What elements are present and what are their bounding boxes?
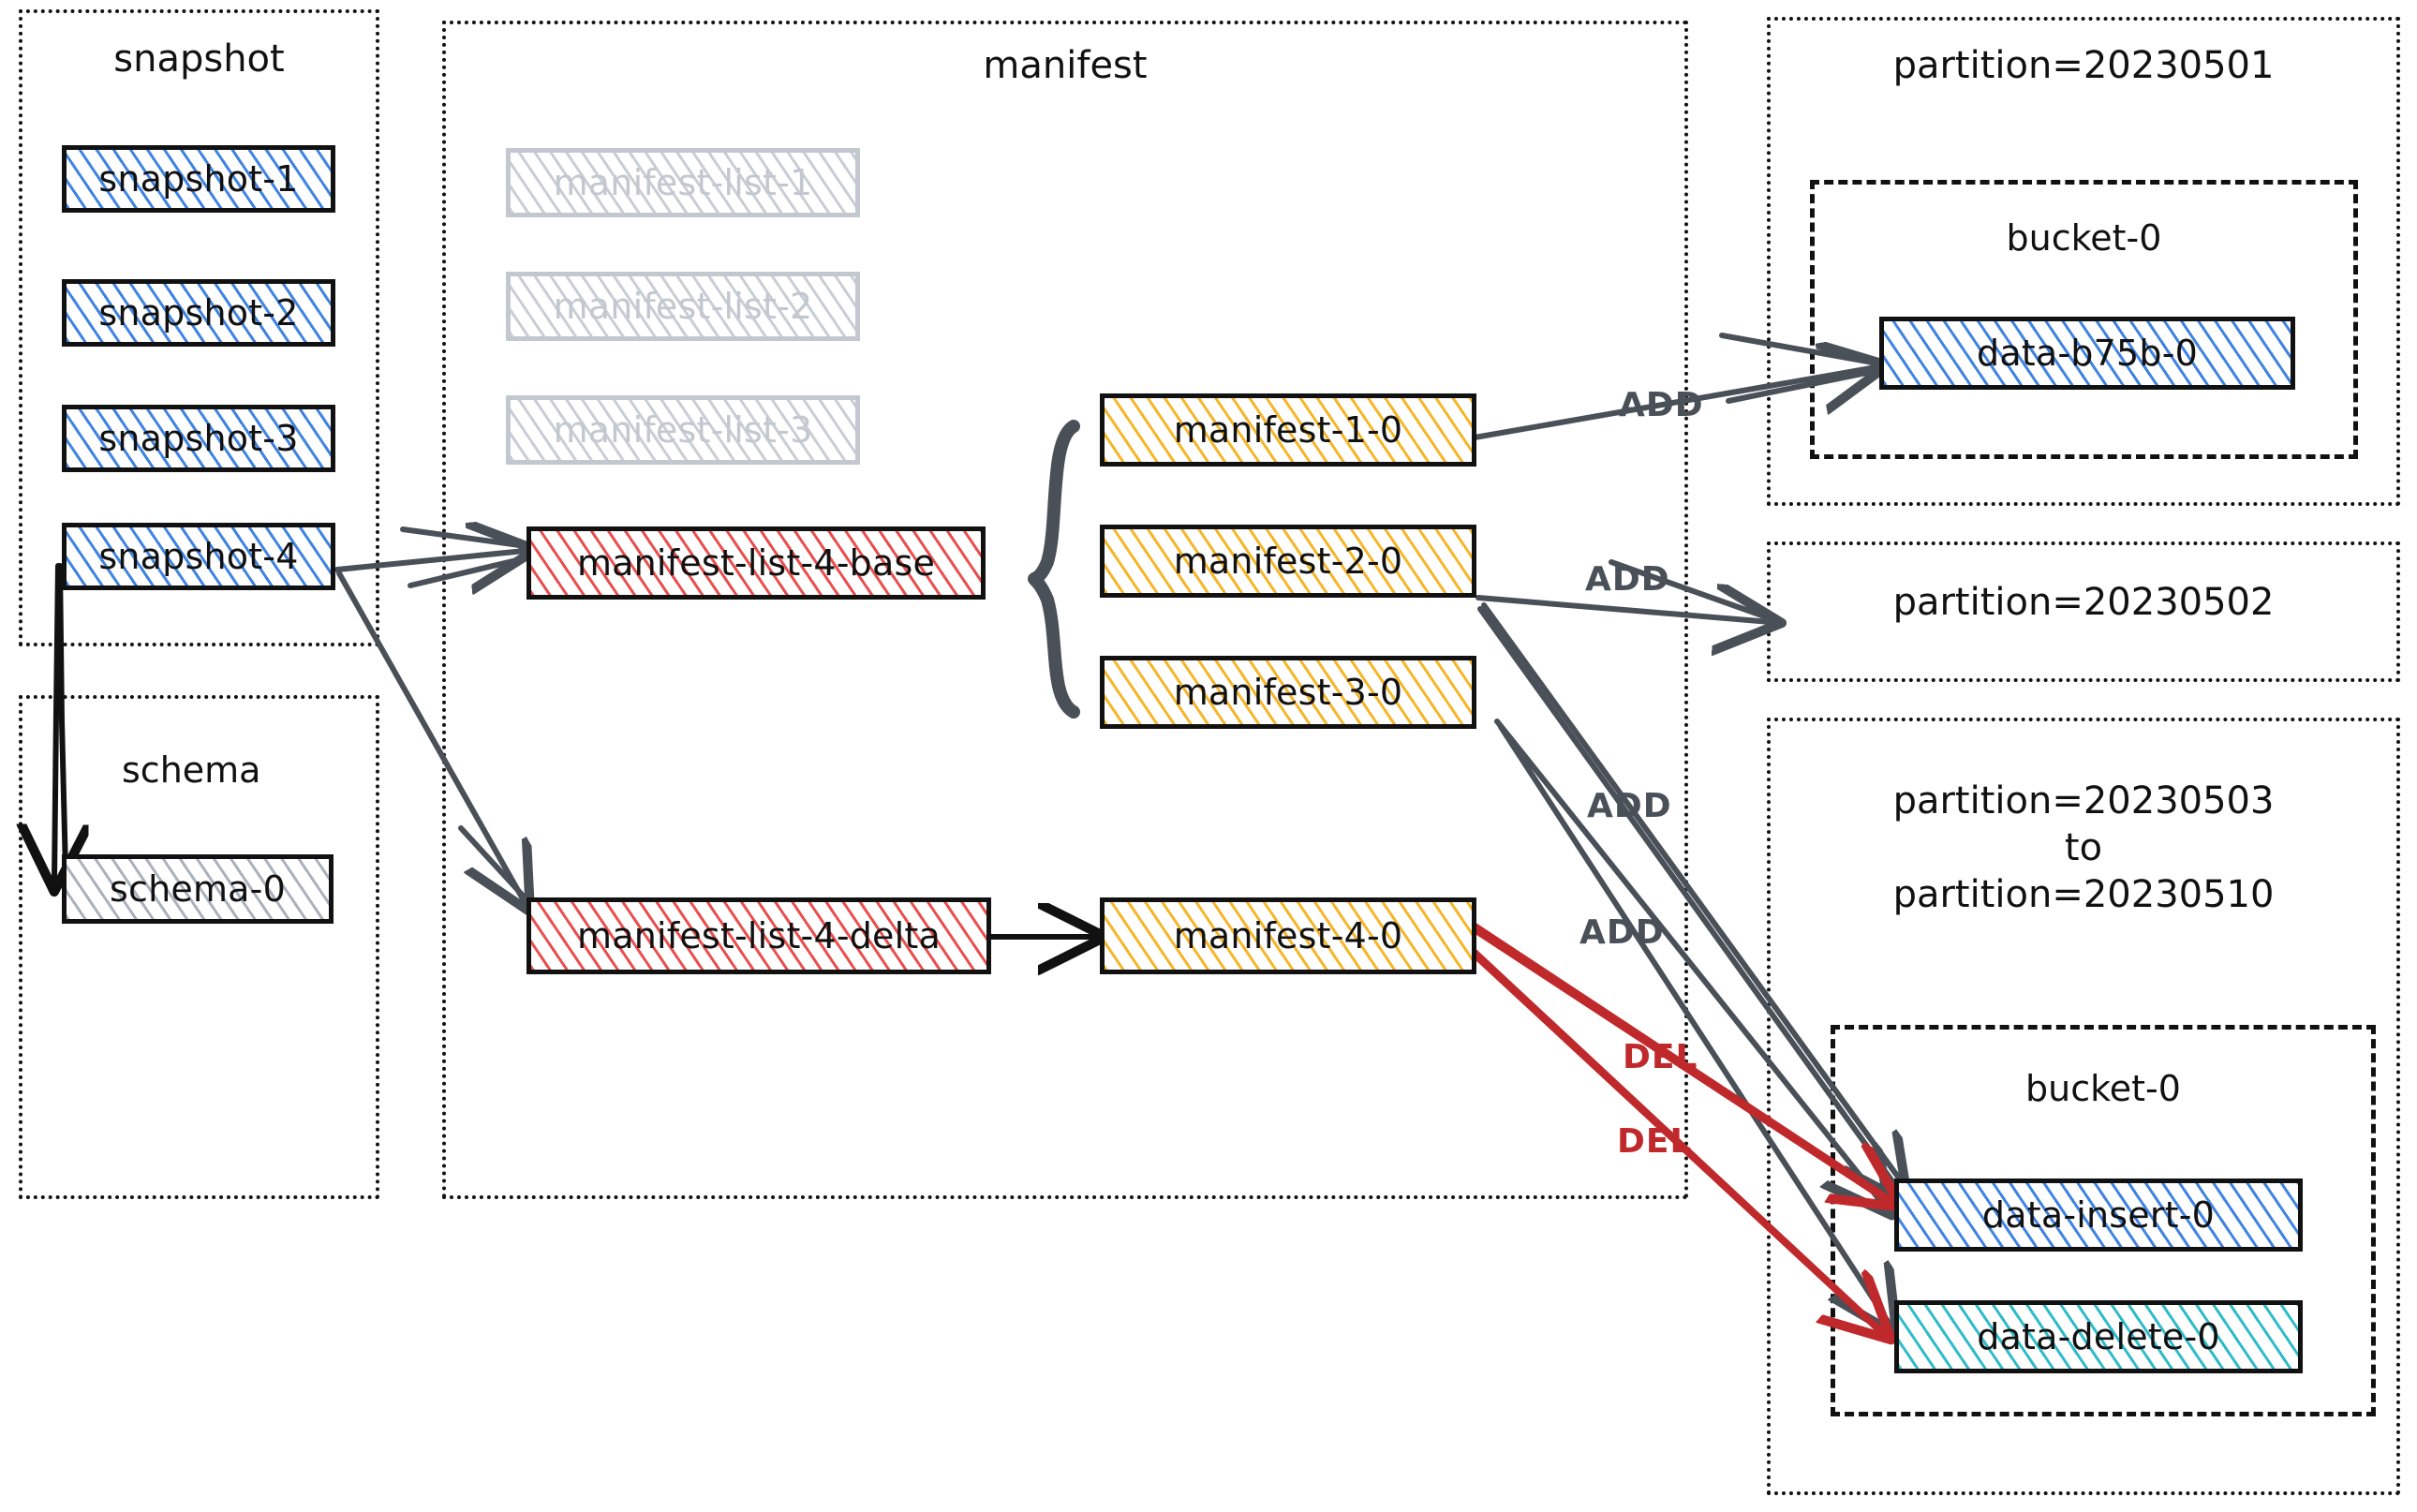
node-snapshot-1-label: snapshot-1 bbox=[98, 158, 299, 200]
node-snapshot-3[interactable]: snapshot-3 bbox=[62, 405, 335, 472]
group-partition-20230501-title: partition=20230501 bbox=[1892, 44, 2275, 87]
edge-label-add-4: ADD bbox=[1579, 913, 1665, 952]
node-manifest-1-0-label: manifest-1-0 bbox=[1173, 409, 1403, 451]
schema-label: schema bbox=[122, 749, 261, 791]
node-snapshot-4[interactable]: snapshot-4 bbox=[62, 523, 335, 590]
edge-label-del-1: DEL bbox=[1623, 1038, 1698, 1076]
node-manifest-2-0-label: manifest-2-0 bbox=[1173, 541, 1403, 582]
group-manifest-title: manifest bbox=[983, 44, 1148, 87]
node-manifest-1-0[interactable]: manifest-1-0 bbox=[1100, 393, 1476, 467]
edge-label-add-2: ADD bbox=[1585, 560, 1670, 599]
node-snapshot-2[interactable]: snapshot-2 bbox=[62, 279, 335, 347]
node-data-b75b-0-label: data-b75b-0 bbox=[1977, 333, 2198, 374]
node-manifest-4-0-label: manifest-4-0 bbox=[1173, 915, 1403, 956]
node-manifest-list-4-base-label: manifest-list-4-base bbox=[576, 542, 936, 584]
group-snapshot-title: snapshot bbox=[113, 37, 285, 81]
group-partition-20230503-to-20230510-title: partition=20230503 to partition=20230510 bbox=[1892, 779, 2275, 916]
node-manifest-list-1-label: manifest-list-1 bbox=[553, 162, 813, 203]
node-snapshot-4-label: snapshot-4 bbox=[98, 536, 299, 577]
node-manifest-3-0-label: manifest-3-0 bbox=[1173, 672, 1403, 713]
node-manifest-list-3-label: manifest-list-3 bbox=[553, 409, 813, 451]
bucket-bottom-title: bucket-0 bbox=[2025, 1068, 2181, 1109]
node-manifest-list-2-label: manifest-list-2 bbox=[553, 286, 813, 327]
node-schema-0-label: schema-0 bbox=[110, 868, 286, 910]
node-snapshot-2-label: snapshot-2 bbox=[98, 292, 299, 334]
node-manifest-list-4-base[interactable]: manifest-list-4-base bbox=[526, 526, 986, 600]
node-schema-0[interactable]: schema-0 bbox=[62, 854, 334, 924]
group-partition-20230502-title: partition=20230502 bbox=[1892, 581, 2275, 624]
node-manifest-3-0[interactable]: manifest-3-0 bbox=[1100, 656, 1476, 729]
node-manifest-list-4-delta-label: manifest-list-4-delta bbox=[577, 915, 941, 956]
node-manifest-2-0[interactable]: manifest-2-0 bbox=[1100, 525, 1476, 598]
edge-label-del-2: DEL bbox=[1617, 1122, 1693, 1161]
node-manifest-list-4-delta[interactable]: manifest-list-4-delta bbox=[526, 897, 991, 974]
bucket-top-title: bucket-0 bbox=[2006, 217, 2162, 259]
node-manifest-list-2[interactable]: manifest-list-2 bbox=[506, 272, 860, 341]
node-manifest-4-0[interactable]: manifest-4-0 bbox=[1100, 897, 1476, 974]
node-data-insert-0[interactable]: data-insert-0 bbox=[1894, 1178, 2303, 1252]
node-snapshot-1[interactable]: snapshot-1 bbox=[62, 145, 335, 213]
group-partition-20230501 bbox=[1767, 17, 2400, 506]
edge-label-add-3: ADD bbox=[1587, 787, 1672, 825]
group-schema bbox=[19, 695, 379, 1199]
node-data-b75b-0[interactable]: data-b75b-0 bbox=[1879, 317, 2295, 390]
node-data-insert-0-label: data-insert-0 bbox=[1981, 1194, 2216, 1236]
bucket-top-container bbox=[1810, 180, 2358, 459]
group-snapshot bbox=[19, 9, 379, 646]
node-snapshot-3-label: snapshot-3 bbox=[98, 418, 299, 459]
node-manifest-list-1[interactable]: manifest-list-1 bbox=[506, 148, 860, 217]
node-data-delete-0-label: data-delete-0 bbox=[1977, 1316, 2220, 1357]
edge-label-add-1: ADD bbox=[1619, 386, 1704, 424]
node-manifest-list-3[interactable]: manifest-list-3 bbox=[506, 395, 860, 465]
node-data-delete-0[interactable]: data-delete-0 bbox=[1894, 1300, 2303, 1373]
